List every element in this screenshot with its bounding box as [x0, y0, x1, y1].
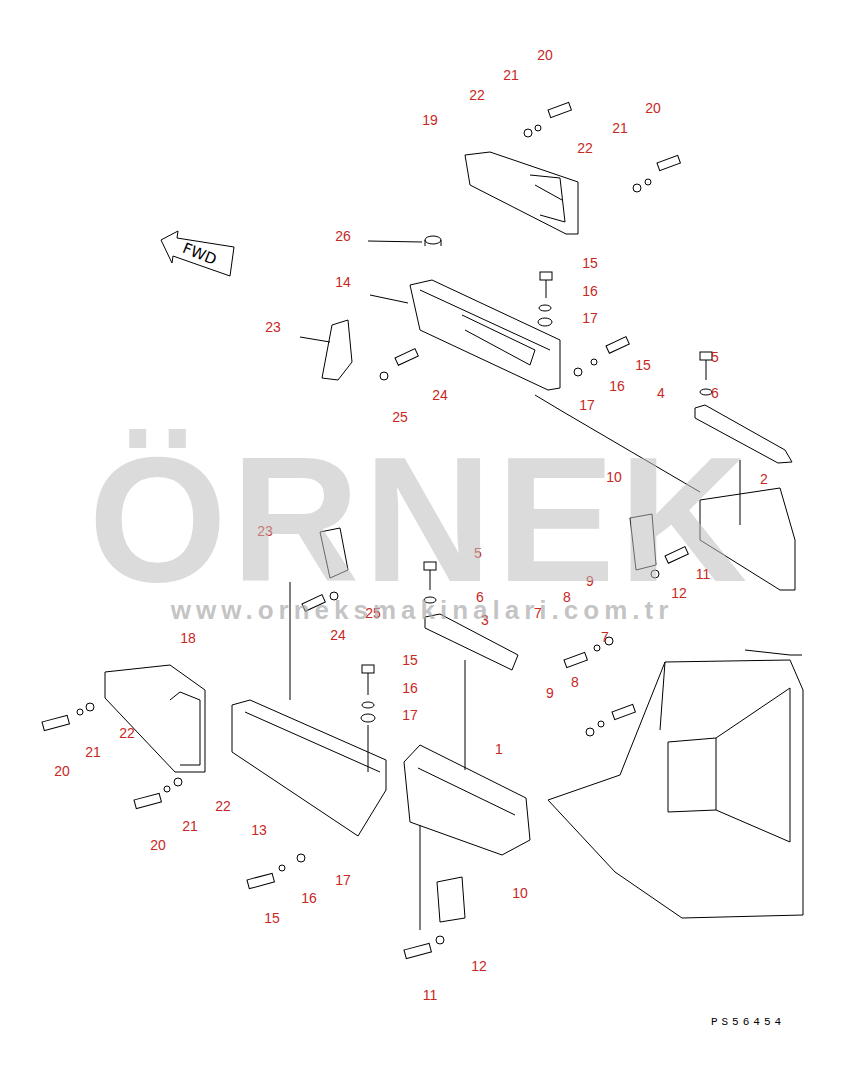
callout-number: 13: [249, 822, 269, 838]
forward-arrow: FWD: [160, 230, 236, 278]
callout-number: 12: [469, 958, 489, 974]
watermark-url: www.orneksmakinalari.com.tr: [171, 597, 674, 623]
callout-number: 17: [577, 397, 597, 413]
callout-number: 20: [148, 837, 168, 853]
callout-number: 16: [400, 680, 420, 696]
callout-number: 22: [213, 798, 233, 814]
callout-number: 15: [262, 910, 282, 926]
callout-number: 21: [180, 818, 200, 834]
callout-number: 17: [580, 310, 600, 326]
callout-number: 26: [333, 228, 353, 244]
watermark: ÖRNEK: [89, 431, 752, 609]
callout-number: 22: [117, 725, 137, 741]
callout-number: 2: [758, 471, 770, 487]
callout-number: 25: [390, 409, 410, 425]
callout-number: 20: [52, 763, 72, 779]
callout-number: 17: [400, 707, 420, 723]
callout-number: 7: [599, 629, 611, 645]
callout-number: 20: [643, 100, 663, 116]
callout-number: 6: [709, 385, 721, 401]
callout-number: 24: [430, 387, 450, 403]
callout-number: 11: [421, 987, 440, 1003]
callout-number: 16: [607, 378, 627, 394]
callout-number: 23: [263, 319, 283, 335]
callout-number: 24: [328, 627, 348, 643]
callout-number: 17: [333, 872, 353, 888]
callout-number: 15: [580, 255, 600, 271]
callout-number: 15: [633, 357, 653, 373]
callout-number: 21: [501, 67, 521, 83]
callout-number: 21: [610, 120, 630, 136]
callout-number: 1: [493, 741, 505, 757]
callout-number: 5: [709, 349, 721, 365]
callout-number: 16: [299, 890, 319, 906]
drawing-code: PS56454: [711, 1017, 785, 1028]
callout-number: 20: [535, 47, 555, 63]
callout-number: 14: [333, 274, 353, 290]
callout-number: 10: [510, 885, 530, 901]
callout-number: 15: [400, 652, 420, 668]
callout-number: 21: [83, 744, 103, 760]
callout-number: 16: [580, 283, 600, 299]
callout-number: 4: [655, 385, 667, 401]
callout-number: 19: [420, 112, 440, 128]
callout-number: 22: [467, 87, 487, 103]
callout-number: 22: [575, 140, 595, 156]
callout-number: 9: [544, 685, 556, 701]
callout-number: 18: [178, 630, 198, 646]
callout-number: 8: [569, 674, 581, 690]
